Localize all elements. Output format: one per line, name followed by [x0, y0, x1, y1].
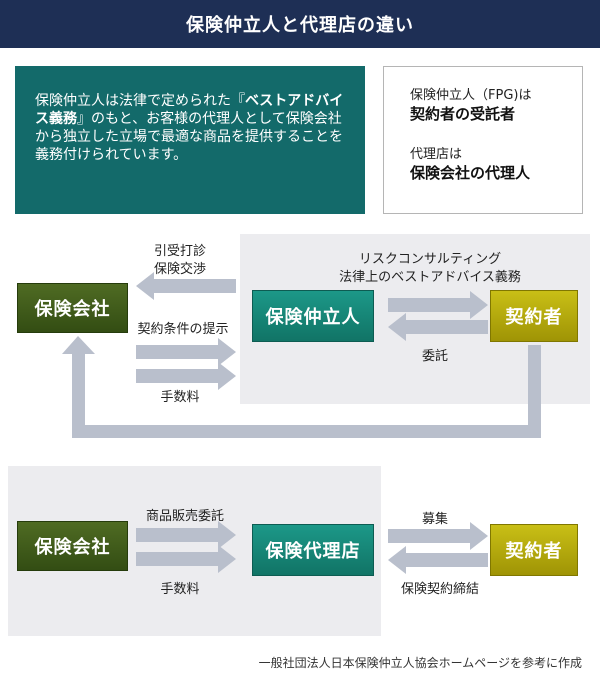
intro-pre: 保険仲立人は法律で定められた『	[35, 93, 245, 109]
intro-text: 保険仲立人は法律で定められた『ベストアドバイス義務』のもと、お客様の代理人として…	[35, 92, 345, 164]
summary-broker-small: 保険仲立人（FPG)は	[410, 88, 532, 103]
summary-agent-small: 代理店は	[410, 147, 463, 162]
label-consulting-1: リスクコンサルティング	[358, 252, 502, 267]
label-conclusion: 保険契約締結	[400, 582, 479, 597]
summary-broker-big: 契約者の受託者	[410, 105, 516, 123]
label-negotiation-1: 引受打診	[153, 244, 206, 259]
arrow-consulting	[388, 291, 488, 319]
label-recruit: 募集	[421, 512, 448, 527]
arrow-conclusion	[388, 546, 488, 574]
node-agent: 保険代理店	[252, 524, 374, 576]
arrow-u-left	[72, 354, 85, 438]
node-broker: 保険仲立人	[252, 290, 374, 342]
page-title: 保険仲立人と代理店の違い	[0, 0, 600, 48]
label-fee-1: 手数料	[160, 390, 200, 405]
label-negotiation-2: 保険交渉	[153, 262, 206, 277]
label-fee-2: 手数料	[160, 582, 200, 597]
arrow-agent-fee	[136, 545, 236, 573]
node-insurer-2: 保険会社	[17, 521, 128, 571]
arrow-terms	[136, 338, 236, 366]
intro-emphasis: ベストアドバイス義務	[35, 93, 344, 127]
arrow-recruit	[388, 522, 488, 550]
intro-post: 』のもと、お客様の代理人として保険会社から独立した立場で最適な商品を提供すること…	[35, 111, 343, 163]
label-sales: 商品販売委託	[145, 509, 224, 524]
arrow-fee	[136, 362, 236, 390]
arrow-u-bottom	[72, 425, 541, 438]
label-terms: 契約条件の提示	[137, 322, 229, 337]
intro-box: 保険仲立人は法律で定められた『ベストアドバイス義務』のもと、お客様の代理人として…	[15, 66, 365, 214]
arrow-negotiation	[136, 272, 236, 300]
source-note: 一般社団法人日本保険仲立人協会ホームページを参考に作成	[258, 656, 582, 670]
node-insurer-1: 保険会社	[17, 283, 128, 333]
node-policyholder-2: 契約者	[490, 524, 578, 576]
label-entrust: 委託	[421, 349, 448, 364]
label-consulting-2: 法律上のベストアドバイス義務	[339, 270, 521, 285]
arrow-u-head	[62, 336, 95, 354]
arrow-u-right	[528, 345, 541, 438]
arrow-entrust	[388, 313, 488, 341]
node-policyholder-1: 契約者	[490, 290, 578, 342]
arrow-sales	[136, 521, 236, 549]
summary-agent-big: 保険会社の代理人	[410, 164, 531, 182]
summary-box: 保険仲立人（FPG)は 契約者の受託者 代理店は 保険会社の代理人	[383, 66, 583, 214]
